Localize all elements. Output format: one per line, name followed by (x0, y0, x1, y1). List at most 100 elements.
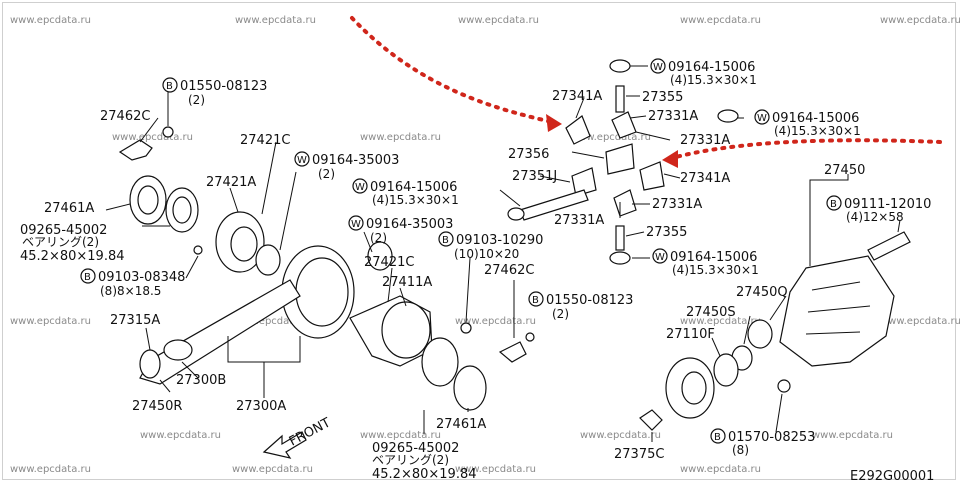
bearing-part (453, 365, 487, 411)
center-assembly (349, 241, 535, 411)
callout-qty: (4)15.3×30×1 (774, 124, 861, 138)
washer-part (713, 353, 739, 387)
callout-part-number: 09103-10290 (456, 233, 543, 248)
callout: W 09164-15006 (4)15.3×30×1 (352, 178, 459, 207)
watermark: www.epcdata.ru (455, 316, 536, 327)
callout-part-number: 27331A (554, 213, 604, 228)
callout-part-number: 09164-35003 (312, 153, 399, 168)
callout-part-number: 09164-15006 (370, 180, 457, 195)
callout-part-number: 27375C (614, 447, 664, 462)
callout-part-number: 27421A (206, 175, 256, 190)
callout-desc: ベアリング(2) (22, 235, 99, 249)
watermark: www.epcdata.ru (232, 316, 313, 327)
callout-prefix: B (442, 235, 449, 246)
arrow-path (350, 16, 554, 124)
watermark: www.epcdata.ru (232, 464, 313, 475)
callout-prefix: W (355, 182, 365, 193)
callout-part-number: 27356 (508, 147, 549, 162)
callout-part-number: 27331A (680, 133, 730, 148)
callout-part-number: 27421C (240, 133, 290, 148)
watermark: www.epcdata.ru (458, 15, 539, 26)
callout-qty: (2) (552, 307, 569, 321)
diff-flange-part (381, 301, 431, 359)
pinion-shaft-part (139, 279, 301, 385)
callout-prefix: B (714, 432, 721, 443)
callout-part-number: 09164-15006 (670, 250, 757, 265)
callout-part-number: 27421C (364, 255, 414, 270)
watermark: www.epcdata.ru (112, 132, 193, 143)
callout-desc: ベアリング(2) (372, 453, 449, 467)
callout-part-number: 27411A (382, 275, 432, 290)
callout-part-number: 09111-12010 (844, 197, 931, 212)
callout-qty: (2) (188, 93, 205, 107)
companion-flange-inner-part (681, 371, 707, 405)
washer-part (717, 109, 739, 123)
callout-part-number: 27462C (100, 109, 150, 124)
callout-part-number: 27300A (236, 399, 286, 414)
front-indicator: FRONT (262, 415, 333, 459)
washer-symbol-icon (352, 178, 368, 194)
bolt-symbol-icon (826, 195, 842, 211)
bearing-inner-part (172, 196, 192, 224)
callout-qty: (8)8×18.5 (100, 284, 161, 298)
bolt-part (525, 332, 535, 342)
housing-part (779, 255, 895, 367)
left-assembly (118, 126, 355, 385)
callout: B 01550-08123 (2) (528, 291, 633, 321)
callout-part-number: 27461A (44, 201, 94, 216)
spider-gear-assembly (507, 59, 739, 265)
callout-part-number: 09265-45002 (20, 223, 107, 238)
gear-part (571, 167, 597, 197)
callout-part-number: 09164-35003 (366, 217, 453, 232)
callout-part-number: 27355 (646, 225, 687, 240)
bolt-part (162, 126, 174, 138)
bracket-part (498, 341, 527, 363)
washer-symbol-icon (652, 248, 668, 264)
watermark: www.epcdata.ru (360, 430, 441, 441)
front-arrow-icon (262, 431, 307, 459)
callout: B 01570-08253 (8) (710, 428, 815, 457)
bolt-symbol-icon (438, 231, 454, 247)
pin-part (615, 85, 625, 113)
callout-prefix: B (532, 295, 539, 306)
watermark: www.epcdata.ru (680, 316, 761, 327)
callout-part-number: 27315A (110, 313, 160, 328)
callout-part-number: 01550-08123 (180, 79, 267, 94)
callout-size: 45.2×80×19.84 (20, 249, 125, 264)
watermarks: www.epcdata.ru www.epcdata.ru www.epcdat… (10, 15, 960, 475)
callout-qty: (8) (732, 443, 749, 457)
gear-part (565, 115, 591, 145)
leader-lines (105, 65, 901, 442)
ring-gear-inner-part (295, 257, 349, 327)
callout-prefix: B (84, 272, 91, 283)
callout-part-number: 09164-15006 (772, 111, 859, 126)
callout-part-number: 27450Q (736, 285, 788, 300)
watermark: www.epcdata.ru (812, 430, 893, 441)
bolt-part (460, 322, 472, 334)
callout: W 09164-15006 (4)15.3×30×1 (650, 58, 757, 87)
callout-part-number: 27461A (436, 417, 486, 432)
callout-part-number: 27331A (648, 109, 698, 124)
callout-part-number: 27355 (642, 90, 683, 105)
callout-prefix: B (830, 199, 837, 210)
washer-symbol-icon (754, 109, 770, 125)
watermark: www.epcdata.ru (880, 15, 960, 26)
callout-prefix: W (655, 252, 665, 263)
gear-part (613, 189, 637, 217)
callout: B 01550-08123 (2) (162, 77, 267, 107)
callout-part-number: 27300B (176, 373, 226, 388)
bolt-part (193, 245, 203, 255)
watermark: www.epcdata.ru (880, 316, 960, 327)
housing-ribs (805, 281, 871, 335)
callout: W 09164-15006 (4)15.3×30×1 (652, 248, 759, 277)
bolt-part (777, 379, 791, 393)
bolt-symbol-icon (528, 291, 544, 307)
spacer-part (139, 349, 161, 379)
callout-part-number: 09164-15006 (668, 60, 755, 75)
callout-qty: (2) (318, 167, 335, 181)
watermark: www.epcdata.ru (235, 15, 316, 26)
watermark: www.epcdata.ru (10, 15, 91, 26)
washer-part (609, 251, 631, 265)
callout: B 09111-12010 (4)12×58 (826, 195, 931, 224)
